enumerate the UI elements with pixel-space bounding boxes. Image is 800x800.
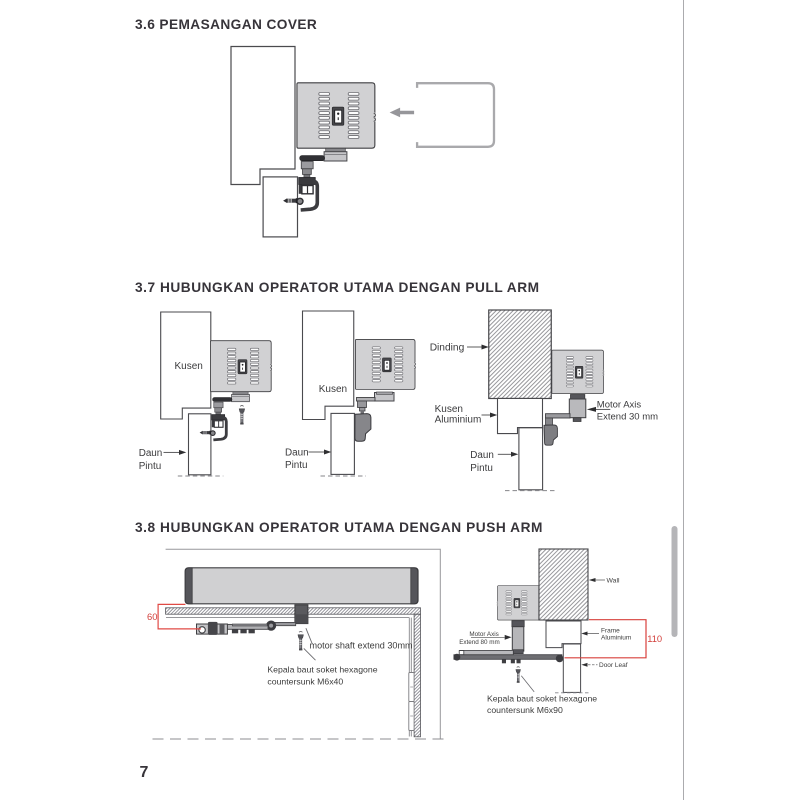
svg-text:Daun: Daun — [470, 450, 494, 461]
svg-text:Aluminium: Aluminium — [435, 414, 482, 425]
svg-text:Pintu: Pintu — [470, 463, 493, 474]
svg-text:Pintu: Pintu — [139, 461, 162, 472]
svg-text:Kusen: Kusen — [319, 384, 347, 395]
svg-text:Daun: Daun — [139, 448, 163, 459]
svg-text:countersunk M6x40: countersunk M6x40 — [267, 677, 343, 687]
svg-text:60: 60 — [147, 611, 157, 622]
svg-text:110: 110 — [647, 633, 662, 644]
svg-text:Aluminium: Aluminium — [601, 634, 631, 641]
svg-text:Kepala baut soket hexagone: Kepala baut soket hexagone — [487, 693, 597, 703]
svg-text:Motor Axis: Motor Axis — [597, 399, 642, 410]
svg-text:motor shaft extend 30mm: motor shaft extend 30mm — [310, 641, 413, 651]
svg-text:Daun: Daun — [285, 448, 309, 459]
svg-text:countersunk M6x90: countersunk M6x90 — [487, 705, 563, 715]
svg-text:Extend 80 mm: Extend 80 mm — [459, 639, 500, 646]
svg-text:Pintu: Pintu — [285, 460, 308, 471]
svg-text:Kusen: Kusen — [435, 404, 463, 415]
svg-text:Kepala baut soket hexagone: Kepala baut soket hexagone — [267, 664, 377, 674]
svg-text:Dinding: Dinding — [430, 343, 465, 354]
svg-text:Extend 30 mm: Extend 30 mm — [597, 411, 658, 422]
svg-text:Frame: Frame — [601, 628, 620, 635]
svg-text:Motor Axis: Motor Axis — [469, 631, 498, 638]
svg-text:Wall: Wall — [607, 578, 620, 585]
svg-text:Door Leaf: Door Leaf — [599, 662, 628, 669]
svg-text:Kusen: Kusen — [175, 361, 203, 372]
